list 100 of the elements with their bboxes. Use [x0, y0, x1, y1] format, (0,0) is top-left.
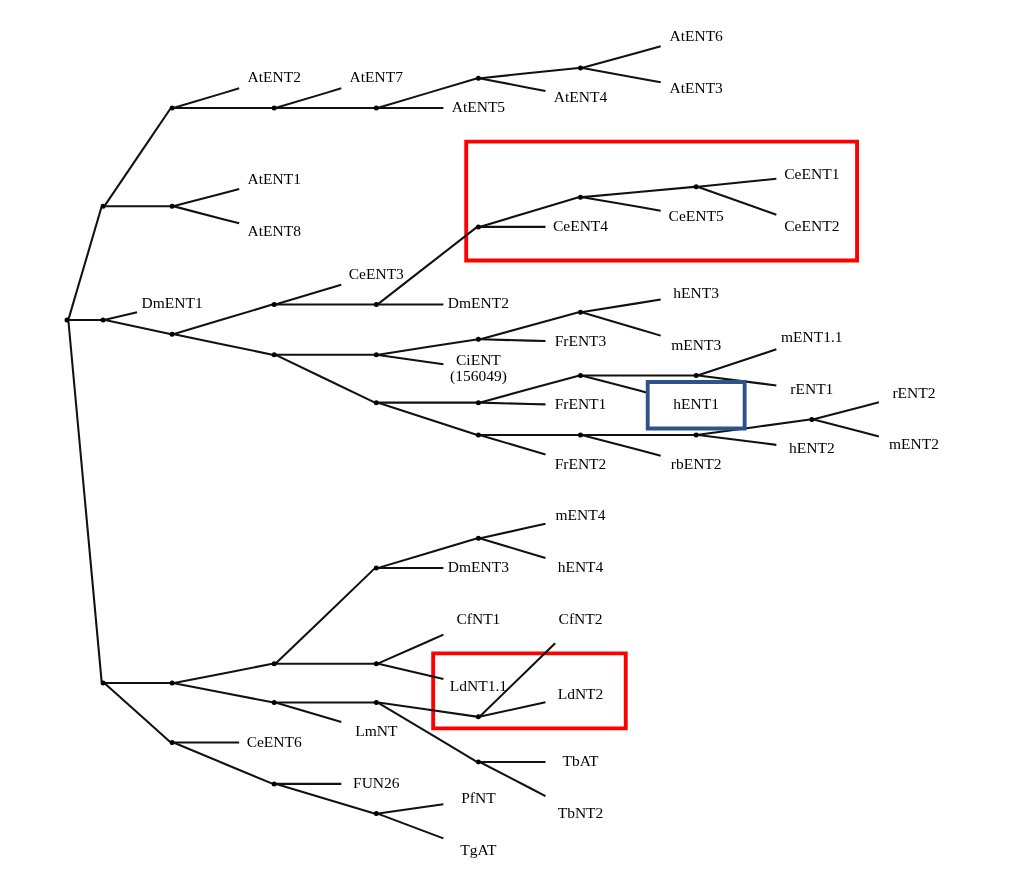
- cluster: [463, 139, 859, 263]
- connector: [479, 701, 546, 718]
- connector: [377, 701, 477, 718]
- node-text: DmENT1: [141, 294, 203, 312]
- connector: [173, 106, 272, 110]
- connector: [275, 662, 374, 665]
- node-text: mENT4: [555, 506, 605, 524]
- connector: [377, 662, 444, 681]
- connector: [275, 783, 375, 815]
- node-text: TbAT: [561, 751, 599, 769]
- connector: [581, 298, 661, 314]
- node-text: LmNT: [354, 722, 397, 740]
- connector: [275, 782, 341, 785]
- node-text: hENT4: [557, 558, 603, 576]
- node-text: AtENT1: [247, 170, 301, 188]
- node-point: [693, 432, 699, 438]
- node-text: PfNT: [460, 789, 496, 807]
- connector: [104, 682, 170, 685]
- node-text: LdNT2: [557, 684, 603, 702]
- connector: [377, 803, 444, 815]
- node-text: TbNT2: [557, 803, 603, 821]
- connector: [582, 374, 694, 377]
- connector: [173, 188, 239, 208]
- node-text: rENT1: [789, 379, 833, 397]
- connector: [582, 433, 694, 436]
- node-point: [271, 352, 277, 358]
- connector: [173, 333, 273, 356]
- node-point: [169, 105, 175, 111]
- node-point: [100, 203, 106, 209]
- node-point: [577, 309, 583, 315]
- connector: [377, 537, 477, 569]
- node-text: FrENT3: [554, 331, 606, 349]
- node-point: [475, 714, 481, 720]
- connector: [275, 106, 374, 110]
- connector: [104, 205, 170, 208]
- node-text: DmENT3: [447, 558, 509, 576]
- node-point: [271, 781, 277, 787]
- node-point: [100, 680, 106, 686]
- connector: [274, 567, 375, 664]
- node-point: [577, 373, 583, 378]
- node-point: [808, 416, 814, 422]
- node-text: mENT1.1: [780, 328, 843, 346]
- node-point: [475, 336, 481, 342]
- node-text: CfNT1: [455, 609, 500, 627]
- connector: [275, 353, 374, 356]
- connector: [103, 108, 171, 206]
- node-text: CeENT1: [783, 165, 839, 183]
- connector: [479, 196, 579, 228]
- connector: [697, 186, 777, 216]
- cluster: [430, 651, 628, 731]
- connector: [377, 812, 444, 840]
- connector: [275, 87, 342, 109]
- connector: [173, 303, 273, 335]
- node-point: [373, 811, 379, 817]
- node-point: [271, 699, 277, 705]
- connector: [697, 177, 776, 188]
- node-point: [64, 317, 70, 323]
- node-text: hENT2: [788, 439, 835, 457]
- connector: [697, 418, 810, 436]
- node-point: [169, 740, 175, 746]
- connector: [377, 106, 443, 110]
- node-point: [475, 224, 481, 230]
- connector: [813, 418, 879, 438]
- connector: [377, 226, 477, 305]
- connector: [581, 311, 661, 337]
- node-point: [475, 75, 481, 81]
- node-text: LdNT1.1: [449, 676, 507, 694]
- connector: [581, 434, 661, 457]
- node-text: rENT2: [891, 383, 935, 401]
- node-text: AtENT4: [553, 87, 607, 105]
- connector: [479, 433, 579, 436]
- connector: [581, 185, 694, 199]
- node-text: AtENT2: [247, 68, 301, 86]
- connector: [479, 761, 546, 797]
- node-text: CeENT6: [246, 732, 302, 750]
- node-point: [373, 661, 379, 667]
- node-text: rbENT2: [670, 454, 722, 472]
- node-text: mENT3: [670, 335, 721, 353]
- connector: [377, 353, 444, 366]
- node-point: [373, 699, 379, 705]
- connector: [479, 225, 545, 228]
- connector: [275, 354, 375, 404]
- connector: [173, 662, 273, 684]
- connector: [173, 205, 239, 225]
- node-text: AtENT8: [247, 222, 301, 240]
- connector: [479, 760, 545, 763]
- node-point: [373, 565, 379, 571]
- node-text: CfNT2: [558, 609, 602, 627]
- node-text: AtENT3: [668, 78, 723, 96]
- connector: [173, 682, 273, 704]
- node-text: TgAT: [459, 841, 496, 859]
- node-text: CeENT4: [552, 216, 608, 234]
- connector: [377, 338, 477, 356]
- node-point: [271, 301, 277, 307]
- node-text: AtENT5: [451, 97, 505, 115]
- connector: [173, 87, 239, 109]
- connector: [68, 318, 101, 321]
- node-text: CeENT2: [783, 216, 839, 234]
- connector: [66, 321, 103, 682]
- node-point: [169, 331, 175, 337]
